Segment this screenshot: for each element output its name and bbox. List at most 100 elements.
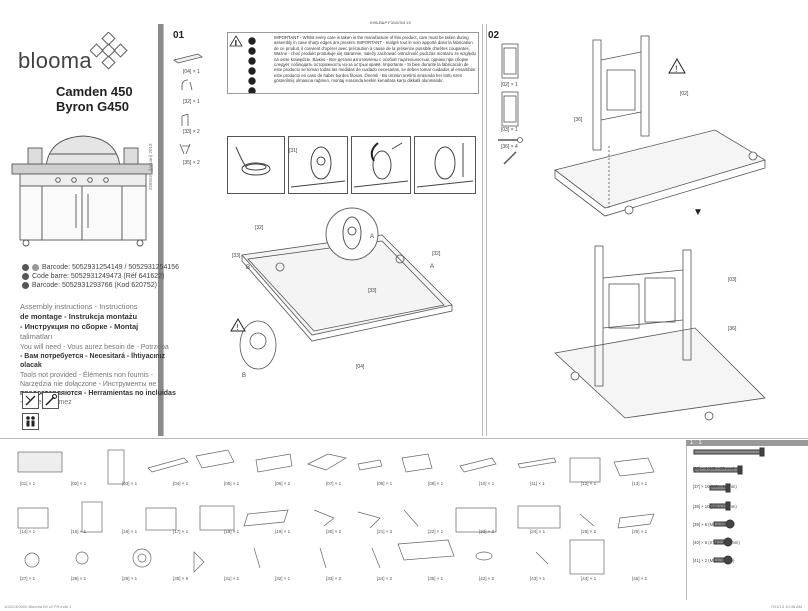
part-label: [28] × 1 [71, 576, 87, 581]
part-cell: [16] × 1 [116, 500, 160, 534]
part-cell: [22] × 1 [422, 500, 466, 534]
part-cell: [35] × 1 [422, 547, 466, 581]
step1-part-label: [33] × 2 [183, 129, 200, 135]
part-cell: [44] × 1 [575, 547, 619, 581]
label-a: A [370, 234, 375, 240]
need-line-1: You will need - Vous aurez besoin de - P… [20, 344, 169, 351]
part-label: [14] × 1 [20, 529, 36, 534]
step1-part-label: [35] × 2 [183, 160, 200, 166]
part-label: [06] × 2 [275, 481, 291, 486]
part-label: [22] × 1 [428, 529, 444, 534]
footer-right: 7/01/13 10:46 AM [770, 604, 802, 609]
frame-assembly-bottom [554, 245, 766, 421]
part-cell: [09] × 1 [422, 452, 466, 486]
step-number-01: 01 [173, 30, 185, 41]
bbq-illustration [11, 135, 153, 247]
screw-label: [41] × 2 (M5 × 10 mm) [693, 558, 735, 563]
screw-label: [38] × 10 (M6 × 12 mm) [693, 504, 737, 509]
part-cell: [21] × 2 [371, 500, 415, 534]
part-label: [05] × 1 [224, 481, 240, 486]
label-a: A [430, 264, 435, 270]
two-person-icon [22, 413, 39, 430]
part-cell: [04] × 1 [167, 452, 211, 486]
part-cell: [03] × 1 [116, 452, 160, 486]
part-cell: [30] × 8 [167, 547, 211, 581]
part-label: [18] × 1 [224, 529, 240, 534]
part-cell: [05] × 1 [218, 452, 262, 486]
detail-frame-1 [227, 136, 285, 194]
need-line-3: olacak [20, 362, 42, 369]
part-label: [09] × 1 [428, 481, 444, 486]
assembly-line-4: talimatları [20, 332, 53, 341]
detail-circle-a [325, 207, 379, 261]
part-label: [33] × 2 [326, 576, 342, 581]
detail-frame-3 [351, 136, 411, 194]
label-33: [33] [368, 288, 377, 294]
barcode-text-3: Barcode: 5052931293766 (Kod 620752) [32, 282, 157, 289]
part-label: [04] × 1 [173, 481, 189, 486]
part-label: [10] × 1 [479, 481, 495, 486]
caution-triangle-icon: ! [668, 58, 686, 74]
label-02: [02] [680, 91, 689, 97]
safety-warning-text: IMPORTANT - Whilst every care is taken i… [227, 32, 479, 94]
not-provided-line-2: Narzędzia nie dołączone - Инструменты не [20, 381, 157, 388]
part-cell: [28] × 1 [65, 547, 109, 581]
screw-label: [39] × 6 (M5 × 10 mm) [693, 522, 735, 527]
part-cell: [14] × 1 [14, 500, 58, 534]
step2-part-label: [03] × 1 [501, 127, 518, 133]
model-name-1: Camden 450 [56, 84, 133, 99]
part-label: [34] × 2 [377, 576, 393, 581]
screw-row: [38] × 10 (M6 × 12 mm) [693, 496, 805, 509]
barcode-line-3: Barcode: 5052931293766 (Kod 620752) [22, 282, 157, 289]
screw-label: [36] × 4 (M6 × 80 mm) [693, 466, 735, 471]
detail-frame-2 [288, 136, 348, 194]
barcode-line-2: Code barre: 5052931249473 (Réf 641622) [22, 273, 164, 280]
screw-row: [39] × 6 (M5 × 10 mm) [693, 514, 805, 527]
part-label: [19] × 1 [275, 529, 291, 534]
part-cell: [11] × 1 [524, 452, 568, 486]
part-cell: [29] × 1 [116, 547, 160, 581]
part-label: [32] × 1 [275, 576, 291, 581]
part-cell: [45] × 1 [626, 547, 670, 581]
svg-text:!: ! [236, 323, 238, 332]
part-cell: [33] × 2 [320, 547, 364, 581]
warning-icons: ! [229, 35, 256, 94]
step2-parts-column [498, 43, 523, 165]
part-label: [07] × 1 [326, 481, 342, 486]
part-cell: [20] × 2 [320, 500, 364, 534]
part-cell: [13] × 1 [626, 452, 670, 486]
part-label: [42] × 2 [479, 576, 495, 581]
parts-illustrations [17, 449, 655, 575]
part-label: [08] × 1 [377, 481, 393, 486]
part-label: [43] × 1 [530, 576, 546, 581]
part-cell: [06] × 2 [269, 452, 313, 486]
part-cell: [27] × 1 [14, 547, 58, 581]
screw-row: [36] × 4 (M6 × 80 mm) [693, 458, 805, 471]
barcode-text-1: Barcode: 5052931254149 / 5052931254156 [42, 264, 180, 271]
screw-row: [37] × 10 (M6 × 12 mm) [693, 476, 805, 489]
step-number-02: 02 [488, 30, 500, 41]
brand-logo: blooma [18, 48, 92, 73]
part-cell: [10] × 1 [473, 452, 517, 486]
part-label: [30] × 8 [173, 576, 189, 581]
not-provided-line-1: Tools not provided - Éléments non fourni… [20, 372, 154, 379]
part-label: [01] × 1 [20, 481, 36, 486]
part-label: [11] × 1 [530, 481, 545, 486]
assembly-line-1: Assembly instructions - Instructions [20, 302, 138, 311]
assembly-line-2: de montage - Instrukcja montażu [20, 312, 138, 321]
label-b: B [246, 265, 251, 271]
frame-assembly-top [554, 35, 766, 217]
step2-part-label: [36] × 4 [501, 144, 518, 150]
part-cell: [19] × 1 [269, 500, 313, 534]
part-label: [15] × 1 [71, 529, 87, 534]
screw-illustrations [693, 447, 765, 565]
part-cell: [07] × 1 [320, 452, 364, 486]
detail-frame-4 [414, 136, 476, 194]
part-label: [25] × 2 [581, 529, 597, 534]
part-label: [21] × 2 [377, 529, 393, 534]
side-code: 3285021 (januari) 2013 [148, 143, 153, 190]
label-32: [32] [432, 251, 441, 257]
barcode-text-2: Code barre: 5052931249473 (Réf 641622) [32, 273, 165, 280]
label-b: B [242, 373, 247, 379]
svg-text:!: ! [235, 41, 237, 47]
